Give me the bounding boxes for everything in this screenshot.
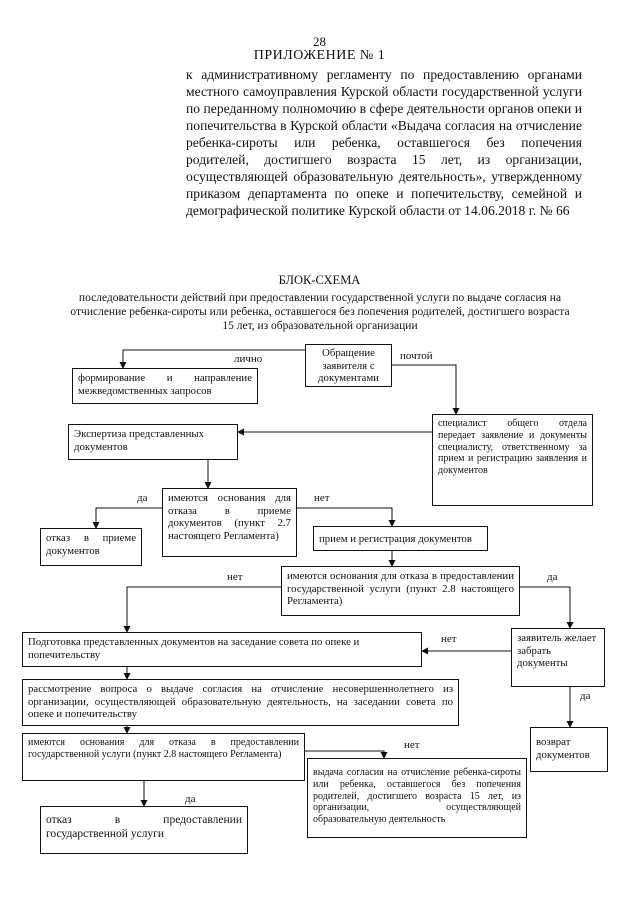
forming-requests-text: формирование и направление межведомствен… <box>78 372 252 397</box>
registration-box: прием и регистрация документов <box>313 526 488 551</box>
issuance-box: выдача согласия на отчисление ребенка-си… <box>307 758 527 838</box>
expertise-text: Экспертиза представленных документов <box>74 428 205 453</box>
label-yes-3: да <box>580 690 591 702</box>
appeal-box: Обращение заявителя с документами <box>305 344 392 387</box>
registration-text: прием и регистрация документов <box>319 533 472 545</box>
grounds-refuse-final-text: имеются основания для отказа в предостав… <box>28 737 299 760</box>
label-yes-4: да <box>185 793 196 805</box>
wants-documents-back-text: заявитель желает забрать документы <box>517 632 597 670</box>
grounds-refuse-acceptance-text: имеются основания для отказа в приеме до… <box>168 492 291 542</box>
preparation-text: Подготовка представленных документов на … <box>28 636 360 661</box>
label-in-person: лично <box>234 353 263 365</box>
refuse-acceptance-box: отказ в приеме документов <box>40 528 142 566</box>
label-no-2: нет <box>227 571 243 583</box>
grounds-refuse-service-box: имеются основания для отказа в предостав… <box>281 566 520 616</box>
refuse-service-box: отказ в предоставлении государственной у… <box>40 806 248 854</box>
consideration-box: рассмотрение вопроса о выдаче согласия н… <box>22 679 459 726</box>
label-by-mail: почтой <box>400 350 433 362</box>
forming-requests-box: формирование и направление межведомствен… <box>72 368 258 404</box>
specialist-text: специалист общего отдела передает заявле… <box>438 418 587 477</box>
grounds-refuse-service-text: имеются основания для отказа в предостав… <box>287 570 514 608</box>
scheme-title: БЛОК-СХЕМА <box>278 273 361 287</box>
label-no-4: нет <box>404 739 420 751</box>
grounds-refuse-final-box: имеются основания для отказа в предостав… <box>22 733 305 781</box>
page-number: 28 <box>313 34 326 49</box>
scheme-subtitle: последовательности действий при предоста… <box>70 292 570 332</box>
wants-documents-back-box: заявитель желает забрать документы <box>511 628 605 687</box>
consideration-text: рассмотрение вопроса о выдаче согласия н… <box>28 683 453 721</box>
preparation-box: Подготовка представленных документов на … <box>22 632 422 667</box>
return-documents-box: возврат документов <box>530 727 608 772</box>
label-no-3: нет <box>441 633 457 645</box>
appeal-text: Обращение заявителя с документами <box>318 347 379 385</box>
issuance-text: выдача согласия на отчисление ребенка-си… <box>313 767 521 826</box>
refuse-acceptance-text: отказ в приеме документов <box>46 532 136 557</box>
return-documents-text: возврат документов <box>536 736 590 761</box>
expertise-box: Экспертиза представленных документов <box>68 424 238 460</box>
refuse-service-text: отказ в предоставлении государственной у… <box>46 814 242 840</box>
specialist-box: специалист общего отдела передает заявле… <box>432 414 593 506</box>
appendix-title: ПРИЛОЖЕНИЕ № 1 <box>253 48 386 63</box>
grounds-refuse-acceptance-box: имеются основания для отказа в приеме до… <box>162 488 297 557</box>
label-no-1: нет <box>314 492 330 504</box>
appendix-text: к административному регламенту по предос… <box>186 67 582 218</box>
label-yes-2: да <box>547 571 558 583</box>
label-yes-1: да <box>137 492 148 504</box>
